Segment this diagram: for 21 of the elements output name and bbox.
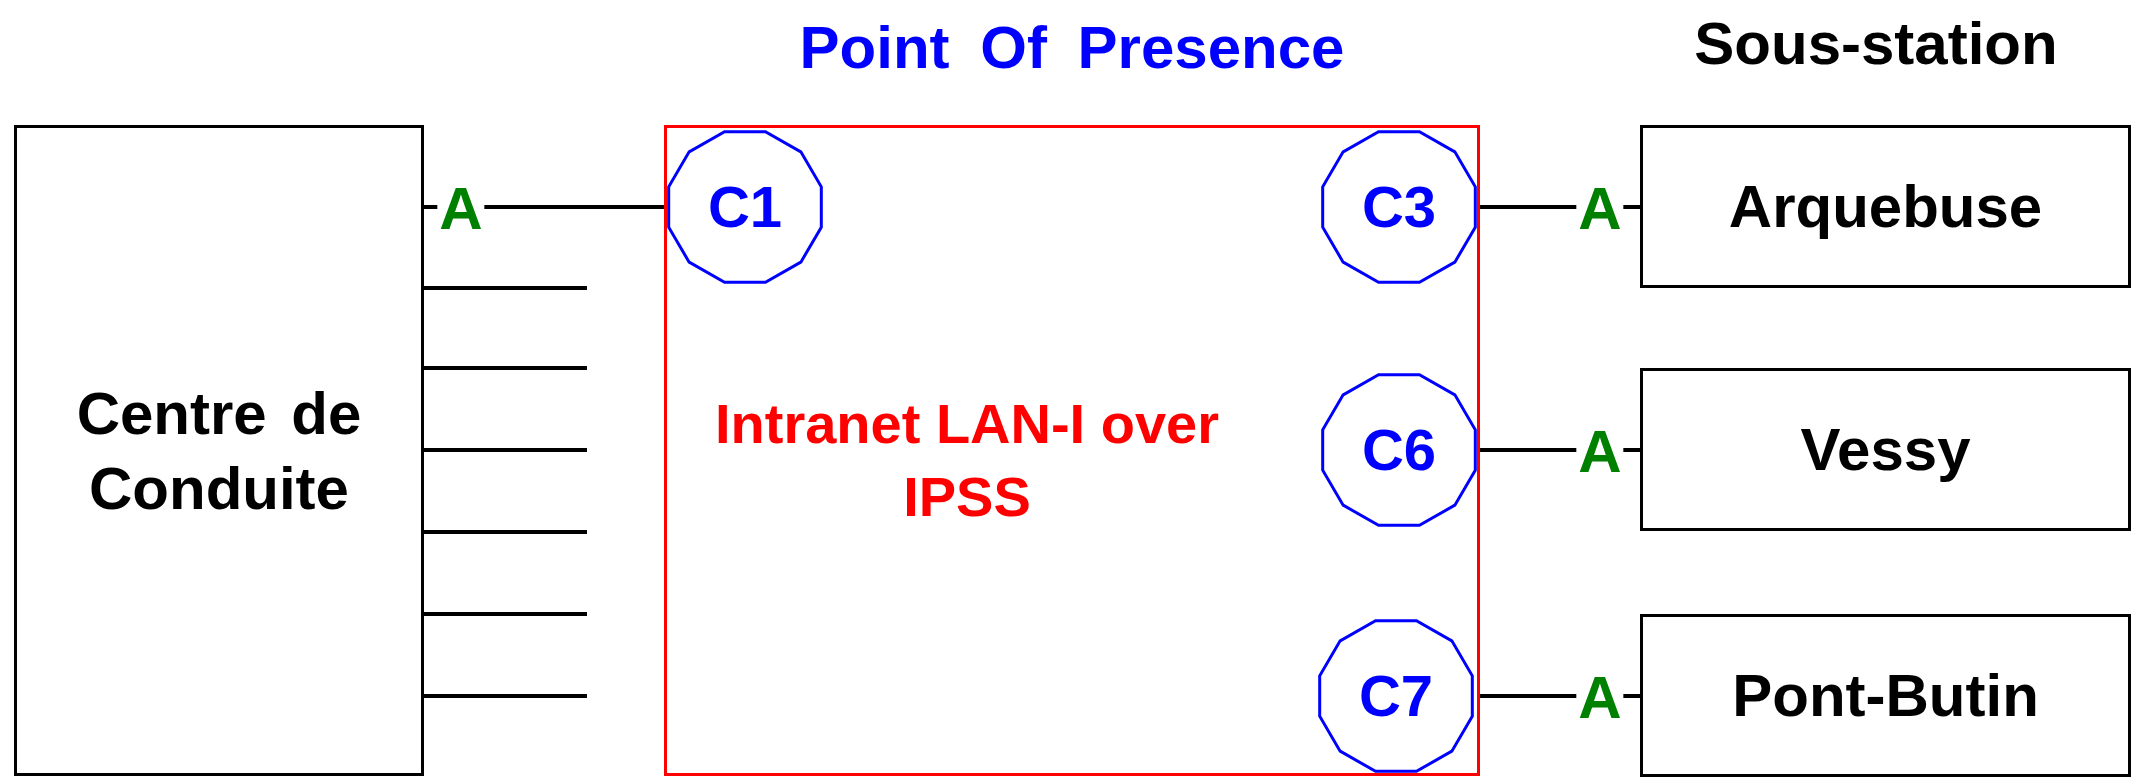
station-label: Centre de Conduite — [75, 378, 363, 524]
connector-line — [424, 286, 587, 290]
port-label: C1 — [707, 178, 783, 236]
column-heading: Sous-station — [1693, 14, 2059, 74]
station-box — [1640, 368, 2131, 531]
station-box — [1640, 125, 2131, 288]
group-heading: Point Of Presence — [798, 18, 1346, 78]
station-label: Vessy — [1800, 415, 1971, 485]
connector-line — [424, 694, 587, 698]
station-box — [1640, 614, 2131, 777]
port-label: C3 — [1361, 178, 1437, 236]
port-label: C6 — [1361, 421, 1437, 479]
port-label: C7 — [1358, 667, 1434, 725]
station-label: Arquebuse — [1728, 172, 2043, 242]
connector-line — [424, 448, 587, 452]
connector-line — [424, 612, 587, 616]
station-label: Pont-Butin — [1732, 661, 2039, 731]
connector-line — [424, 530, 587, 534]
connector-line — [424, 366, 587, 370]
station-box — [14, 125, 424, 776]
network-label: Intranet LAN-I over IPSS — [713, 391, 1221, 530]
